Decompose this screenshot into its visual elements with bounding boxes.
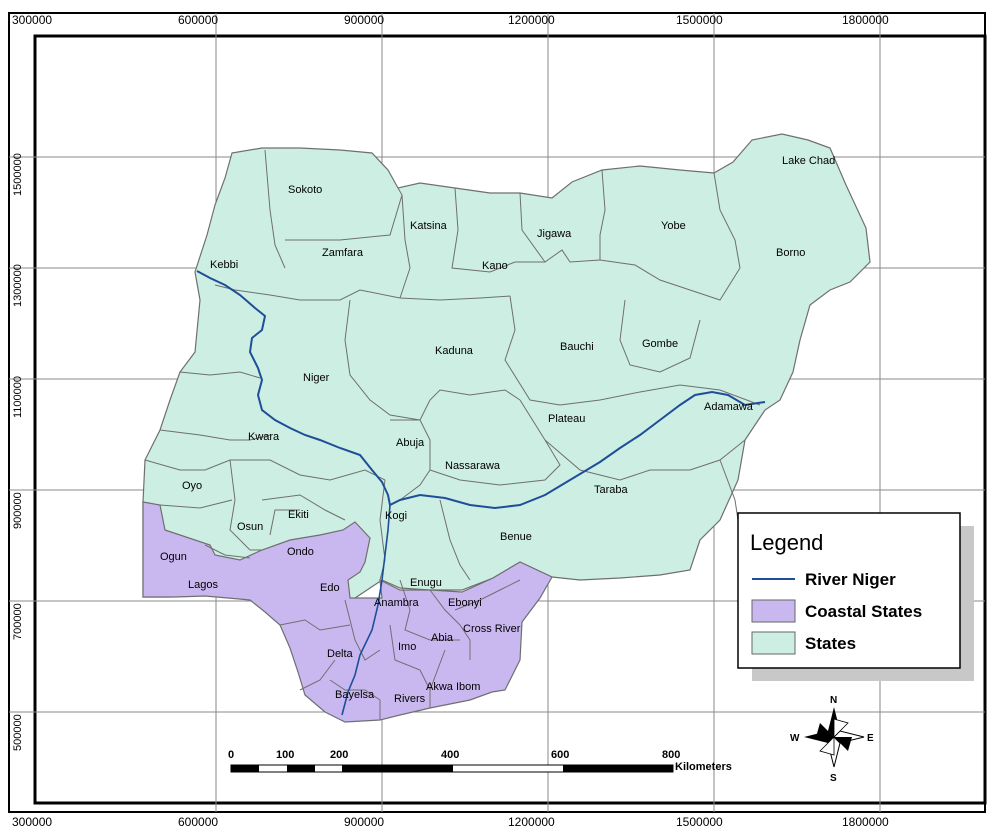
left-coord-label: 500000 [12, 714, 24, 751]
top-coord-label: 300000 [12, 13, 52, 27]
scale-bar: 0 100 200 400 600 800 Kilometers [228, 749, 732, 773]
state-label: Anambra [374, 597, 420, 609]
scale-tick-label: 400 [441, 749, 459, 761]
left-coord-label: 1100000 [12, 376, 24, 418]
state-label: Akwa Ibom [426, 681, 480, 693]
state-label: Ondo [287, 546, 314, 558]
bottom-coord-label: 900000 [344, 815, 384, 829]
state-label: Zamfara [322, 247, 364, 259]
legend-item-label: Coastal States [805, 602, 922, 621]
state-label: Jigawa [537, 228, 572, 240]
state-boundaries [144, 149, 761, 720]
bottom-coord-label: 1800000 [842, 815, 889, 829]
state-label: Abuja [396, 437, 425, 449]
state-label: Plateau [548, 413, 585, 425]
scale-tick-label: 200 [330, 749, 348, 761]
states-legend-swatch [751, 631, 796, 655]
state-label: Kaduna [435, 345, 474, 357]
bottom-coord-label: 1500000 [676, 815, 723, 829]
lake-chad-label: Lake Chad [782, 155, 835, 167]
state-label: Nassarawa [445, 460, 501, 472]
coastal-legend-swatch [751, 599, 796, 623]
state-label: Yobe [661, 220, 686, 232]
left-coord-label: 1500000 [12, 153, 24, 196]
state-label: Bayelsa [335, 689, 375, 701]
state-label: Delta [327, 648, 354, 660]
scale-tick-label: 100 [276, 749, 294, 761]
river-niger [196, 270, 766, 510]
state-label: Lagos [188, 579, 218, 591]
state-label: Ogun [160, 551, 187, 563]
legend-item-label: States [805, 634, 856, 653]
bottom-coordinate-labels: 300000 600000 900000 1200000 1500000 180… [12, 815, 889, 829]
state-label: Ebonyi [448, 597, 482, 609]
top-coord-label: 1800000 [842, 13, 889, 27]
state-label: Osun [237, 521, 263, 533]
bottom-coord-label: 1200000 [508, 815, 555, 829]
left-coordinate-labels: 1500000 1300000 1100000 900000 700000 50… [12, 153, 24, 751]
top-coord-label: 600000 [178, 13, 218, 27]
bottom-coord-label: 600000 [178, 815, 218, 829]
scale-unit-label: Kilometers [675, 761, 732, 773]
left-coord-label: 700000 [12, 603, 24, 640]
compass-s: S [830, 773, 837, 784]
state-label: Oyo [182, 480, 202, 492]
compass-e: E [867, 733, 874, 744]
state-label: Borno [776, 247, 805, 259]
left-coord-label: 900000 [12, 492, 24, 529]
scale-tick-label: 0 [228, 749, 234, 761]
top-coord-label: 1500000 [676, 13, 723, 27]
state-label: Bauchi [560, 341, 594, 353]
river-niger-south [341, 504, 391, 716]
compass-n: N [830, 695, 837, 706]
state-label: Edo [320, 582, 340, 594]
bottom-coord-label: 300000 [12, 815, 52, 829]
state-label: Taraba [594, 484, 629, 496]
state-label: Katsina [410, 220, 448, 232]
compass-rose-icon: N S E W [790, 695, 874, 784]
state-label: Ekiti [288, 509, 309, 521]
state-label: Sokoto [288, 184, 322, 196]
state-label: Kwara [248, 431, 280, 443]
state-label: Adamawa [704, 401, 754, 413]
state-label: Enugu [410, 577, 442, 589]
state-label: Kebbi [210, 259, 238, 271]
state-label: Abia [431, 632, 454, 644]
scale-tick-label: 600 [551, 749, 569, 761]
state-label: Cross River [463, 623, 521, 635]
state-label: Imo [398, 641, 416, 653]
state-labels: Sokoto Katsina Jigawa Yobe Borno Zamfara… [160, 155, 835, 705]
top-coord-label: 900000 [344, 13, 384, 27]
left-coord-label: 1300000 [12, 264, 24, 307]
state-label: Kano [482, 260, 508, 272]
top-coord-label: 1200000 [508, 13, 555, 27]
compass-w: W [790, 733, 800, 744]
top-coordinate-labels: 300000 600000 900000 1200000 1500000 180… [12, 13, 889, 27]
legend-title: Legend [750, 530, 823, 555]
state-label: Niger [303, 372, 330, 384]
legend-item-label: River Niger [805, 570, 896, 589]
state-label: Rivers [394, 693, 426, 705]
state-label: Kogi [385, 510, 407, 522]
state-label: Gombe [642, 338, 678, 350]
legend: Legend River Niger Coastal States States [737, 512, 974, 681]
scale-tick-label: 800 [662, 749, 680, 761]
state-label: Benue [500, 531, 532, 543]
